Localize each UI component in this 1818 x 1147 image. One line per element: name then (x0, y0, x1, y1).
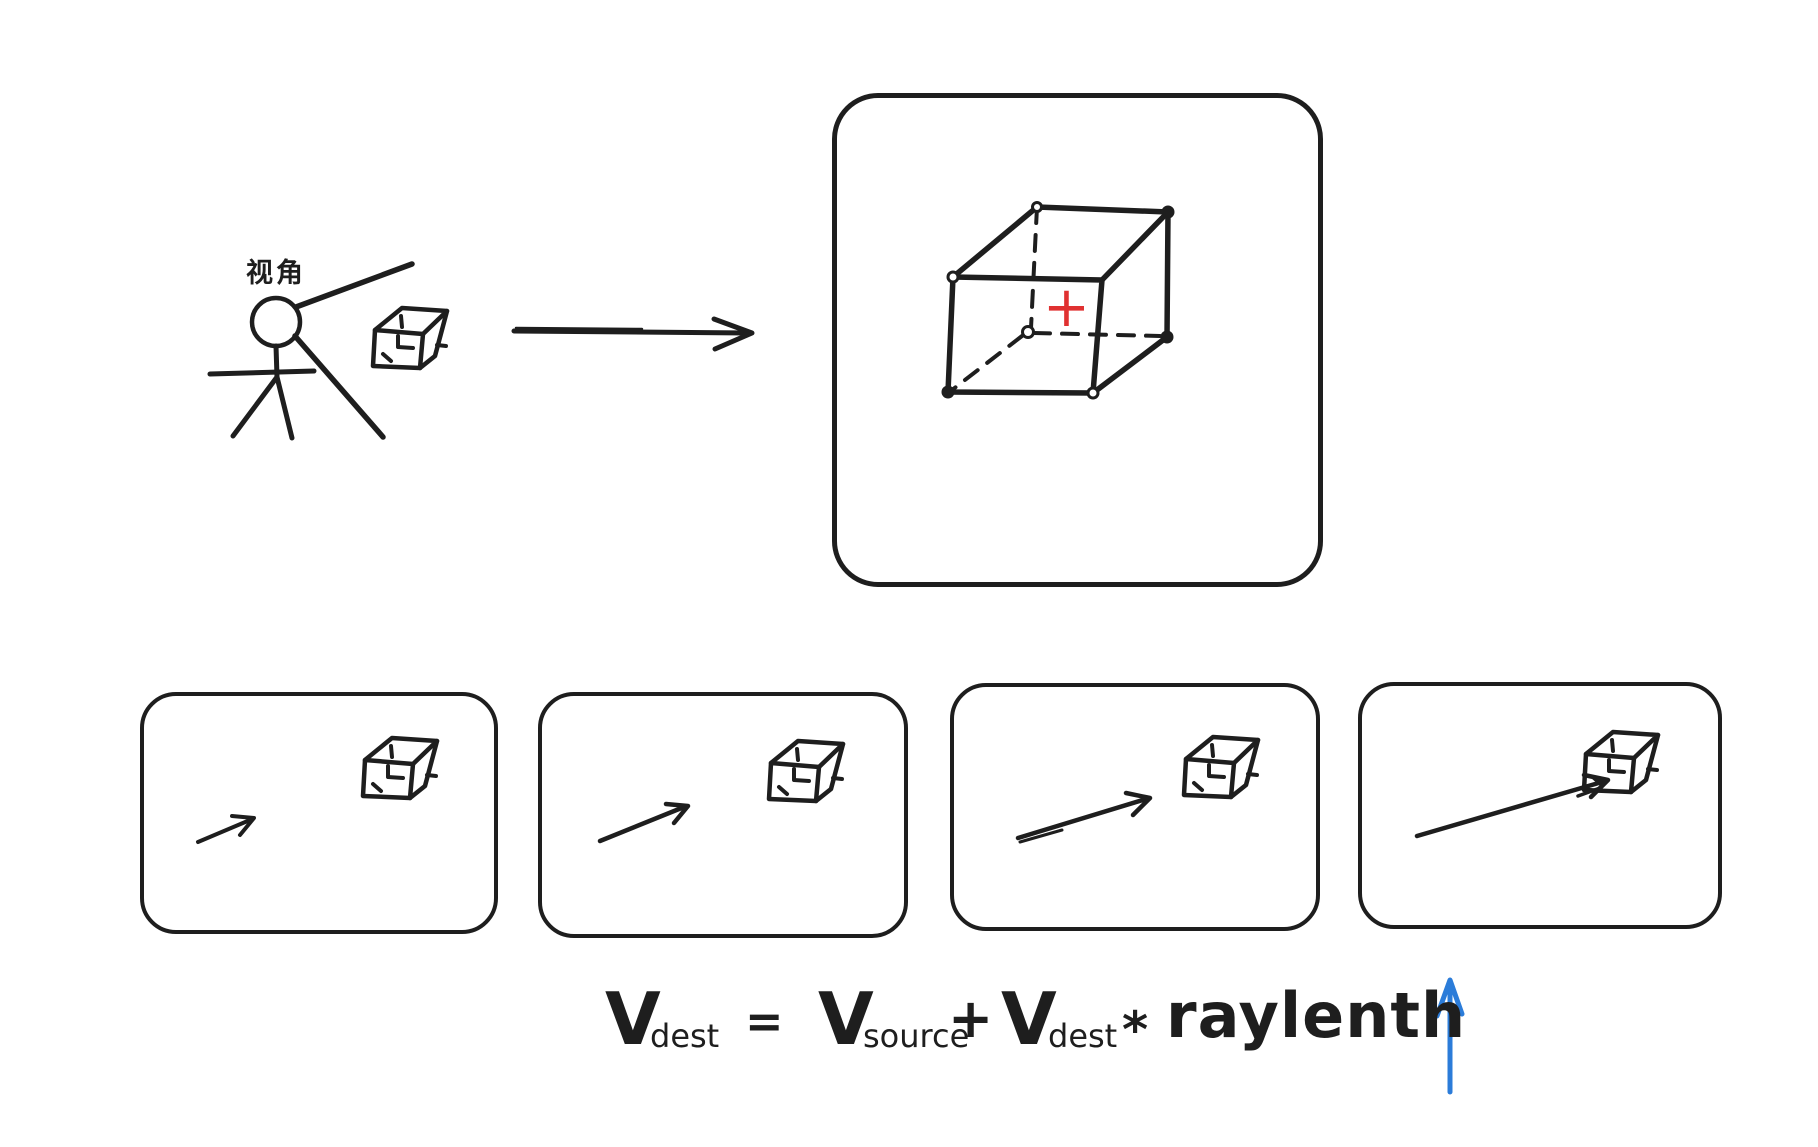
result-panel (832, 93, 1323, 587)
formula-sub-dest: dest (650, 1017, 720, 1055)
step-panel-4 (1358, 682, 1722, 929)
formula-equals: = (745, 994, 784, 1048)
step-panel-3 (950, 683, 1320, 931)
formula-v-dest-2: V (1001, 977, 1057, 1061)
viewpoint-label: 视角 (246, 258, 306, 289)
view-ray-lower (292, 333, 386, 440)
formula-v-dest: V (605, 977, 661, 1061)
step-panel-1 (140, 692, 498, 934)
view-ray-upper (293, 261, 415, 310)
formula-plus: + (948, 987, 994, 1050)
formula-sub-dest-2: dest (1048, 1017, 1118, 1055)
cube-center-marker: + (1043, 275, 1090, 340)
stick-figure-icon (207, 261, 415, 441)
right-arrow-icon (511, 316, 755, 352)
formula-sub-source: source (863, 1017, 970, 1055)
formula-v-source: V (818, 977, 874, 1061)
step-panel-2 (538, 692, 908, 938)
cube-icon (373, 308, 447, 368)
formula-raylength: raylenth (1166, 979, 1467, 1052)
formula-star: * (1122, 1001, 1149, 1059)
